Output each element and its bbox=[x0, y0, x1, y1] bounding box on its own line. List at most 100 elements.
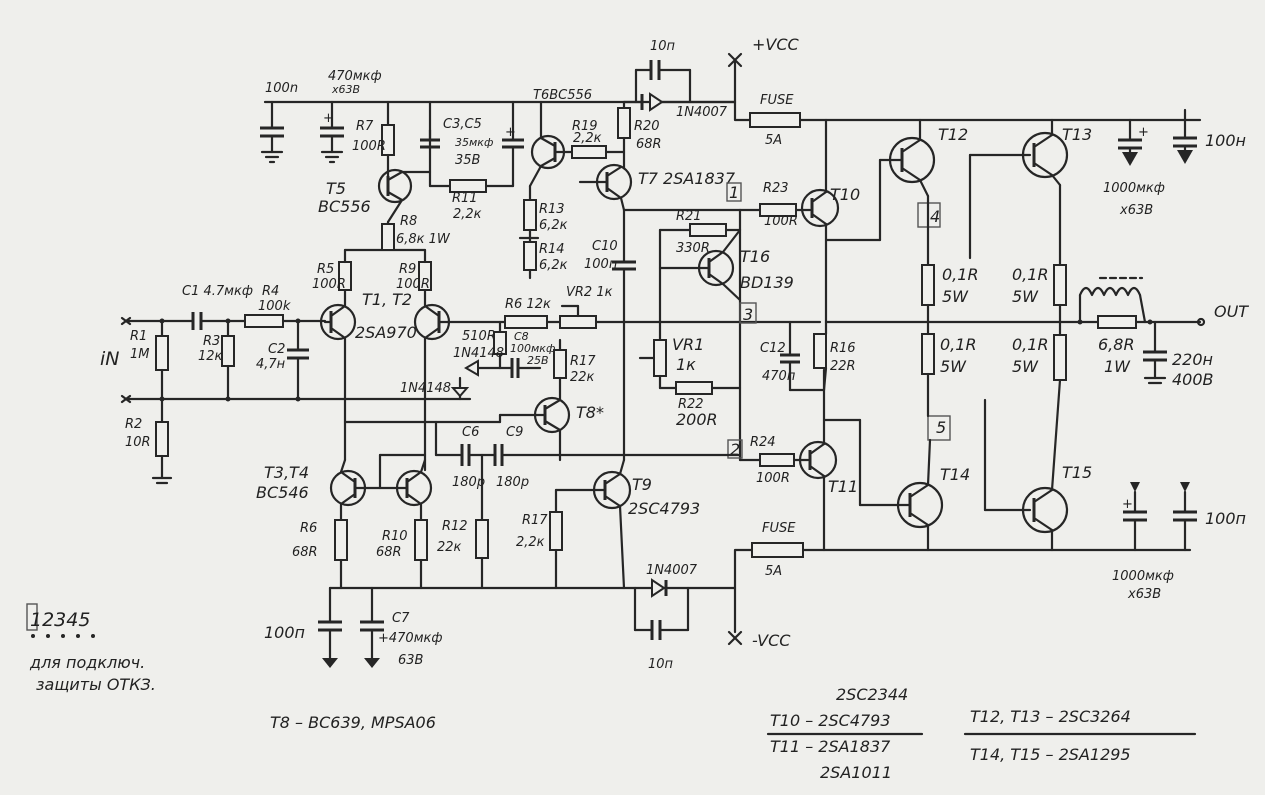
c3-c5-value: 35мкф bbox=[455, 136, 493, 149]
cap-470u-top-volt: х63В bbox=[331, 83, 360, 96]
output-t12: T12 bbox=[824, 118, 968, 267]
c7-volt: 63В bbox=[398, 653, 424, 668]
r8-label: R8 bbox=[400, 214, 417, 229]
part-notes: T8 – BC639, MPSA06 2SC2344 T10 – 2SC4793… bbox=[270, 685, 1197, 782]
r12-label: R12 bbox=[442, 519, 468, 534]
t3-t4-label: T3,T4 bbox=[264, 463, 309, 482]
r21-label: R21 bbox=[676, 209, 702, 224]
c2-label: C2 bbox=[268, 342, 285, 357]
co-label: 220н bbox=[1172, 350, 1213, 369]
r19-value: 2,2к bbox=[573, 131, 602, 146]
fuse-bottom-value: 5A bbox=[765, 564, 782, 579]
r19-label: R19 bbox=[572, 119, 598, 134]
re3-label: 0,1R bbox=[1012, 265, 1049, 284]
svg-text:+: + bbox=[505, 125, 516, 140]
cap-1000u-top-volt: х63В bbox=[1119, 203, 1153, 218]
t5-label: T5 bbox=[326, 179, 346, 198]
node-4: 4 bbox=[930, 207, 940, 226]
r6-label: R6 bbox=[300, 521, 317, 536]
r3-value: 12к bbox=[198, 349, 223, 364]
cap-1000u-bottom-volt: х63В bbox=[1127, 587, 1161, 602]
c3-c5-label: C3,C5 bbox=[443, 117, 482, 132]
c8-volt: 25В bbox=[527, 354, 549, 367]
t10-note: T10 – 2SC4793 bbox=[770, 711, 891, 730]
c6-label: C6 bbox=[462, 425, 479, 440]
vr2-label: VR2 1к bbox=[566, 285, 613, 300]
vr1-value: 1к bbox=[676, 355, 696, 374]
vas-t9: T9 2SC4793 bbox=[554, 458, 700, 590]
cap-c3-c5: + C3,C5 35мкф 35В bbox=[420, 100, 524, 188]
r1-value: 1M bbox=[130, 347, 150, 362]
c9-label: C9 bbox=[506, 425, 523, 440]
c3-c5-volt: 35В bbox=[455, 153, 481, 168]
re4-watt: 5W bbox=[1012, 357, 1039, 376]
t12-label: T12 bbox=[938, 125, 968, 144]
r4-label: R4 bbox=[262, 284, 279, 299]
d-1n4148b-label: 1N4148 bbox=[400, 381, 451, 396]
t13-label: T13 bbox=[1062, 125, 1092, 144]
cap-c10: C10 100п bbox=[584, 208, 636, 462]
resistors-r13-r14: R13 6,2к R14 6,2к bbox=[518, 184, 568, 280]
fuse-top: FUSE 5A bbox=[749, 93, 801, 148]
r1-label: R1 bbox=[130, 329, 147, 344]
cap-10n-bottom-label: 10п bbox=[648, 657, 674, 672]
r6-12k-label: R6 12к bbox=[505, 297, 551, 312]
r5-label: R5 bbox=[317, 262, 334, 277]
cap-100n-top-left-label: 100n bbox=[265, 81, 298, 96]
emitter-resistors: 0,1R 5W 0,1R 5W 0,1R 5W 0,1R 5W bbox=[824, 264, 1202, 418]
r16-value: 22R bbox=[830, 359, 856, 374]
c8-label: C8 bbox=[514, 330, 529, 343]
c2-value: 4,7н bbox=[256, 357, 286, 372]
fuse-bottom-label: FUSE bbox=[762, 521, 796, 536]
r13-value: 6,2к bbox=[539, 218, 568, 233]
t16-value: BD139 bbox=[740, 273, 794, 292]
t14-t15-note: T14, T15 – 2SA1295 bbox=[970, 745, 1131, 764]
feedback-chain: R6 12к VR2 1к bbox=[446, 285, 822, 329]
c12-label: C12 bbox=[760, 341, 786, 356]
vcc-positive-label: +VCC bbox=[752, 35, 800, 54]
r20-value: 68R bbox=[636, 137, 662, 152]
ro-label: 6,8R bbox=[1098, 335, 1135, 354]
c9-value: 180р bbox=[496, 475, 529, 490]
r16-label: R16 bbox=[830, 341, 856, 356]
r5-value: 100R bbox=[312, 277, 346, 292]
output-label: OUT bbox=[1214, 302, 1249, 321]
r23-value: 100R bbox=[764, 214, 798, 229]
r17a-label: R17 bbox=[570, 354, 596, 369]
r510-label: 510R bbox=[462, 329, 496, 344]
output-t14: T14 bbox=[822, 418, 970, 552]
c6-value: 180р bbox=[452, 475, 485, 490]
current-source-t5: R7 100R T5 BC556 R8 6,8к 1W R11 2,2к bbox=[318, 100, 515, 251]
r9-label: R9 bbox=[399, 262, 416, 277]
output-t15: T15 bbox=[983, 378, 1092, 552]
positive-rail bbox=[263, 58, 1202, 122]
r14-value: 6,2к bbox=[539, 258, 568, 273]
node-1: 1 bbox=[729, 183, 739, 202]
r12-value: 22к bbox=[437, 540, 462, 555]
r13-label: R13 bbox=[539, 202, 565, 217]
c10-label: C10 bbox=[592, 239, 618, 254]
cap-c8-diodes: 510R 1N4148 C8 100мкф 25В 1N4148 bbox=[400, 320, 555, 401]
t11-alternate: 2SA1011 bbox=[820, 763, 892, 782]
supply-cap-top-left: 100n + 470мкф х63В bbox=[260, 69, 382, 164]
r4-value: 100k bbox=[258, 299, 291, 314]
supply-caps-top-right: + 100н 1000мкф х63В bbox=[1103, 108, 1246, 218]
diode-bottom-label: 1N4007 bbox=[646, 563, 698, 578]
t9-label: T9 bbox=[632, 475, 652, 494]
r9-value: 100R bbox=[396, 277, 430, 292]
svg-text:+: + bbox=[1138, 125, 1149, 140]
t5-value: BC556 bbox=[318, 197, 371, 216]
connector-pins: 12345 bbox=[30, 609, 90, 631]
ro-watt: 1W bbox=[1104, 357, 1131, 376]
output-network: OUT 6,8R 1W 220н 400В bbox=[1077, 276, 1249, 389]
current-mirror-t3-t4: T3,T4 BC546 R6 68R R10 68R bbox=[256, 413, 502, 590]
vcc-positive-terminal: +VCC bbox=[727, 35, 800, 68]
r11-label: R11 bbox=[452, 191, 478, 206]
cap-100n-bottom-right-label: 100п bbox=[1205, 509, 1246, 528]
cap-c12-r16: C12 470п R16 22R bbox=[760, 320, 856, 392]
cap-1000u-top-label: 1000мкф bbox=[1103, 181, 1165, 196]
negative-rail bbox=[328, 548, 1192, 634]
c1-label: C1 4.7мкф bbox=[182, 284, 253, 299]
r10-value: 68R bbox=[376, 545, 402, 560]
